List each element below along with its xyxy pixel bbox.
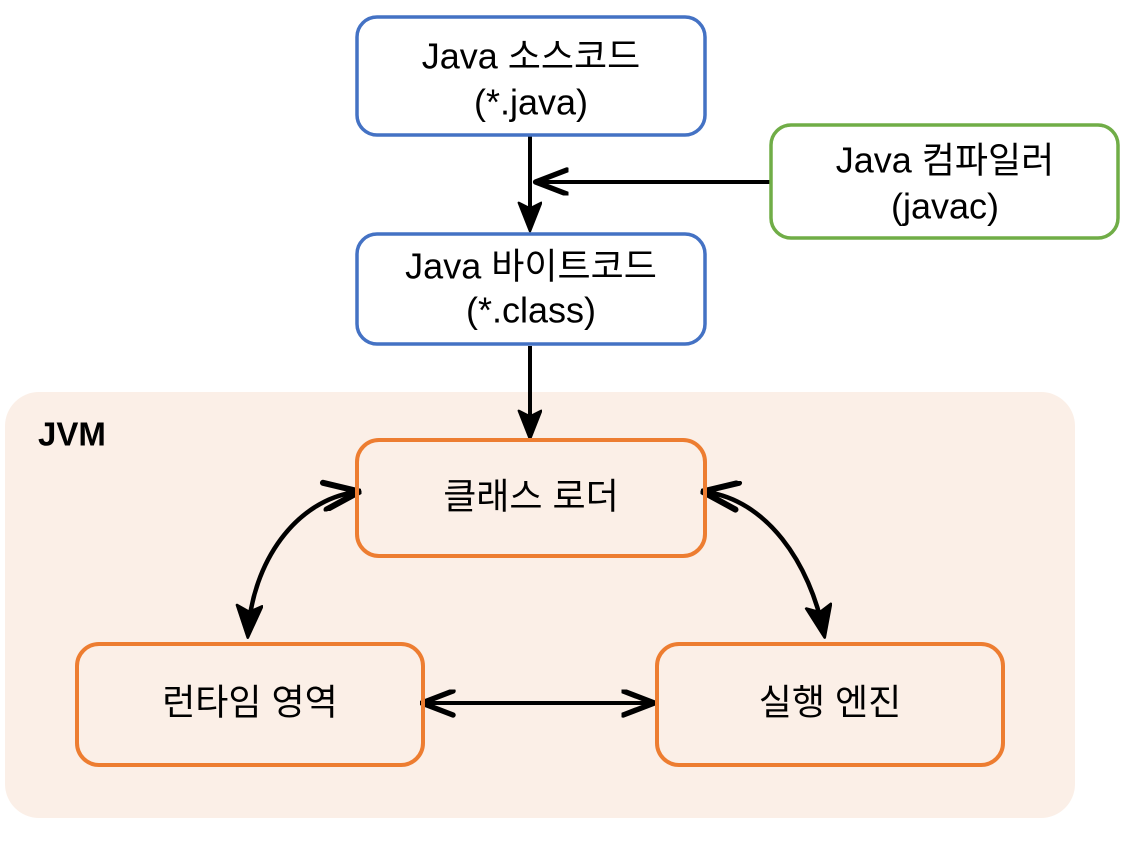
node-runtime-area-label: 런타임 영역 [162, 682, 338, 723]
node-java-source-line1: Java 소스코드 [422, 36, 641, 77]
connector-classloader-to-engine [706, 492, 824, 634]
node-execution-engine-box [655, 642, 1005, 767]
node-class-loader-box [355, 438, 707, 558]
node-java-compiler[interactable]: Java 컴파일러 (javac) [769, 123, 1120, 240]
node-java-source-line2: (*.java) [474, 82, 588, 123]
node-java-source[interactable]: Java 소스코드 (*.java) [355, 15, 707, 137]
node-java-bytecode-line1: Java 바이트코드 [405, 246, 657, 287]
node-java-bytecode[interactable]: Java 바이트코드 (*.class) [355, 232, 707, 346]
node-java-bytecode-line2: (*.class) [466, 290, 596, 331]
node-runtime-area[interactable]: 런타임 영역 [75, 642, 425, 767]
jvm-panel [5, 392, 1075, 818]
node-class-loader[interactable]: 클래스 로더 [355, 438, 707, 558]
jvm-panel-label: JVM [38, 416, 106, 453]
node-execution-engine[interactable]: 실행 엔진 [655, 642, 1005, 767]
node-class-loader-label: 클래스 로더 [443, 476, 619, 517]
node-java-bytecode-box [355, 232, 707, 346]
node-runtime-area-box [75, 642, 425, 767]
node-execution-engine-label: 실행 엔진 [759, 682, 901, 723]
node-java-compiler-box [769, 123, 1120, 240]
node-java-compiler-line1: Java 컴파일러 [836, 140, 1055, 181]
node-java-source-box [355, 15, 707, 137]
node-java-compiler-line2: (javac) [891, 186, 999, 227]
connector-classloader-to-runtime [248, 492, 356, 634]
